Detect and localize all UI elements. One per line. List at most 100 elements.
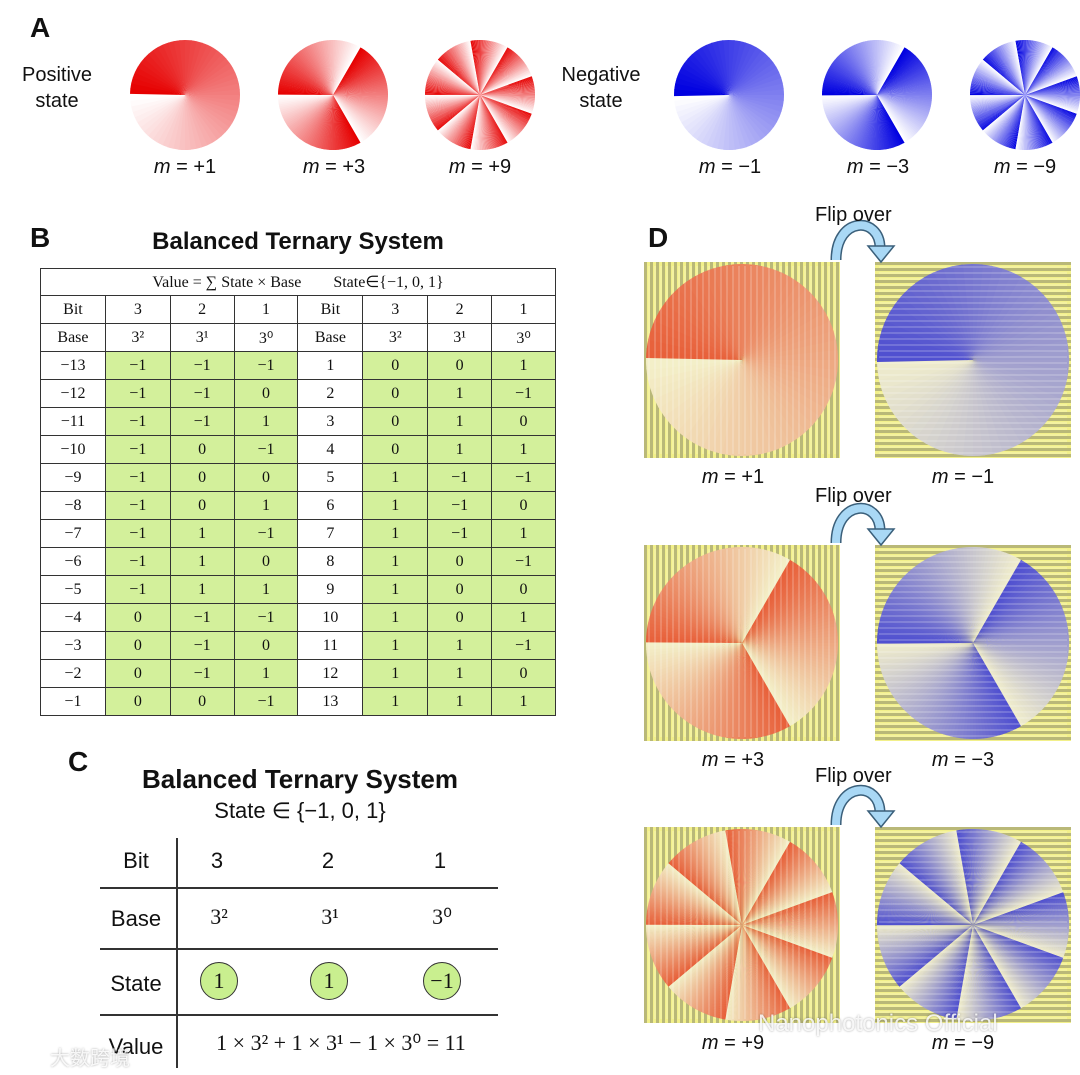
- digit-cell: 1: [362, 659, 429, 688]
- digit-cell: 0: [104, 603, 171, 632]
- digit-cell: −1: [104, 575, 171, 604]
- value-cell-positive: 2: [297, 379, 364, 408]
- digit-cell: 0: [169, 687, 235, 716]
- c-label-value: Value: [108, 1034, 164, 1059]
- digit-cell: −1: [169, 351, 235, 380]
- bit-cell: 3: [104, 295, 171, 324]
- digit-cell: 1: [427, 407, 493, 436]
- flip-label-3: Flip over: [815, 765, 892, 787]
- value-cell-positive: 3: [297, 407, 364, 436]
- value-cell-positive: 8: [297, 547, 364, 576]
- negative-label-line1: Negative: [561, 64, 641, 86]
- d-pos-disk-m9: [646, 829, 838, 1021]
- bit-label-left: Bit: [40, 295, 106, 324]
- digit-cell: 1: [362, 687, 429, 716]
- c-state-circle-2: 1: [310, 962, 348, 1000]
- digit-cell: 1: [427, 687, 493, 716]
- m-label-neg-3: m = −3: [846, 156, 910, 178]
- digit-cell: −1: [104, 435, 171, 464]
- panel-c-divider-1: [100, 887, 498, 889]
- m-label-pos-1: m = +1: [153, 156, 217, 178]
- flip-arrow-icon: [830, 219, 896, 264]
- digit-cell: 0: [233, 463, 299, 492]
- d-m-label-neg-1: m = −1: [931, 466, 995, 488]
- digit-cell: −1: [104, 463, 171, 492]
- negative-state-label: Negative state: [552, 62, 650, 114]
- value-cell-positive: 7: [297, 519, 364, 548]
- value-cell-negative: −6: [40, 547, 106, 576]
- digit-cell: −1: [104, 351, 171, 380]
- value-cell-negative: −1: [40, 687, 106, 716]
- positive-disk-m3: [277, 39, 389, 151]
- digit-cell: 0: [233, 547, 299, 576]
- c-base-3-0: 3⁰: [432, 904, 452, 929]
- flip-label-2: Flip over: [815, 485, 892, 507]
- digit-cell: −1: [427, 463, 493, 492]
- d-neg-disk-m1: [876, 263, 1070, 457]
- base-cell: 3¹: [427, 323, 493, 352]
- d-pos-texture-m1: [648, 266, 836, 454]
- digit-cell: 1: [169, 519, 235, 548]
- digit-cell: −1: [233, 687, 299, 716]
- d-m-label-neg-9: m = −9: [931, 1032, 995, 1054]
- positive-disk-m1: [129, 39, 241, 151]
- value-cell-negative: −10: [40, 435, 106, 464]
- flip-arrow-icon: [830, 784, 896, 829]
- positive-label-line1: Positive: [21, 64, 93, 86]
- digit-cell: 0: [491, 491, 556, 520]
- panel-c-title: Balanced Ternary System: [142, 764, 458, 794]
- d-pos-texture-m9: [648, 831, 836, 1019]
- value-cell-negative: −8: [40, 491, 106, 520]
- base-cell: 3²: [362, 323, 429, 352]
- digit-cell: 0: [169, 463, 235, 492]
- digit-cell: 1: [233, 491, 299, 520]
- digit-cell: −1: [169, 407, 235, 436]
- base-cell: 3¹: [169, 323, 235, 352]
- negative-disk-m3: [821, 39, 933, 151]
- flip-arrow-icon: [830, 502, 896, 547]
- m-label-neg-1: m = −1: [698, 156, 762, 178]
- panel-c-subtitle: State ∈ {−1, 0, 1}: [214, 798, 386, 823]
- c-state-circle-1: 1: [200, 962, 238, 1000]
- d-neg-disk-m9: [877, 829, 1069, 1021]
- bit-cell: 1: [233, 295, 299, 324]
- digit-cell: 0: [362, 351, 429, 380]
- m-label-neg-9: m = −9: [993, 156, 1057, 178]
- digit-cell: −1: [491, 631, 556, 660]
- value-cell-positive: 13: [297, 687, 364, 716]
- d-m-label-neg-3: m = −3: [931, 749, 995, 771]
- digit-cell: 1: [362, 491, 429, 520]
- panel-b-letter: B: [30, 222, 51, 253]
- digit-cell: 0: [362, 407, 429, 436]
- base-row: Base 3² 3¹ 3⁰ Base 3² 3¹ 3⁰: [40, 323, 556, 352]
- digit-cell: 1: [491, 435, 556, 464]
- digit-cell: 1: [362, 463, 429, 492]
- c-state-circle-3: −1: [423, 962, 461, 1000]
- digit-cell: −1: [104, 407, 171, 436]
- d-pos-disk-m1: [645, 263, 839, 457]
- d-m-label-pos-3: m = +3: [701, 749, 765, 771]
- m-label-pos-3: m = +3: [302, 156, 366, 178]
- value-cell-negative: −3: [40, 631, 106, 660]
- digit-cell: −1: [491, 379, 556, 408]
- value-cell-negative: −2: [40, 659, 106, 688]
- bit-cell: 2: [427, 295, 493, 324]
- d-neg-texture-m1: [879, 266, 1067, 454]
- digit-cell: −1: [169, 379, 235, 408]
- positive-label-line2: state: [35, 90, 79, 112]
- digit-cell: 1: [491, 687, 556, 716]
- digit-cell: −1: [169, 631, 235, 660]
- m-label-pos-9: m = +9: [448, 156, 512, 178]
- digit-cell: −1: [233, 351, 299, 380]
- d-neg-texture-m9: [879, 831, 1067, 1019]
- digit-cell: 1: [427, 435, 493, 464]
- c-label-state: State: [110, 971, 162, 996]
- panel-c-divider-3: [100, 1014, 498, 1016]
- c-value-expression: 1 × 3² + 1 × 3¹ − 1 × 3⁰ = 11: [216, 1030, 466, 1055]
